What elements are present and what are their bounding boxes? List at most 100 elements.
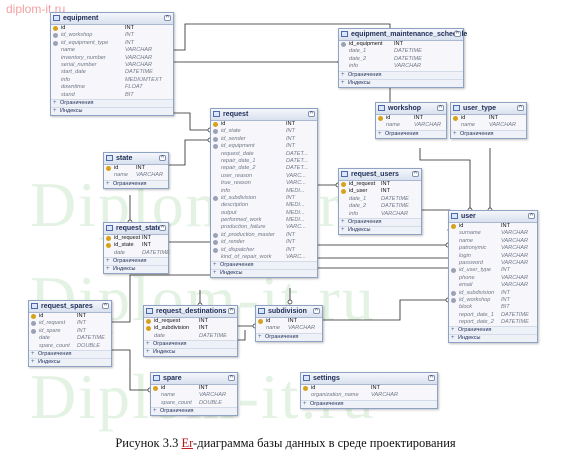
- collapse-icon[interactable]: ^: [528, 213, 535, 219]
- section-constraints[interactable]: Ограничения: [256, 332, 322, 341]
- table-header[interactable]: subdivision^: [256, 306, 322, 318]
- section-indexes[interactable]: Индексы: [339, 78, 463, 87]
- collapse-icon[interactable]: ^: [412, 171, 419, 177]
- section-constraints[interactable]: Ограничения: [449, 326, 537, 335]
- section-indexes[interactable]: Индексы: [144, 348, 237, 357]
- table-header[interactable]: request^: [211, 109, 317, 121]
- collapse-icon[interactable]: ^: [164, 15, 171, 21]
- section-constraints[interactable]: Ограничения: [144, 340, 237, 349]
- table-header[interactable]: user^: [449, 211, 537, 223]
- collapse-icon[interactable]: ^: [102, 303, 109, 309]
- section-indexes[interactable]: Индексы: [339, 225, 421, 234]
- table-header[interactable]: request_states^: [104, 223, 168, 235]
- collapse-icon[interactable]: ^: [437, 105, 444, 111]
- collapse-icon[interactable]: ^: [308, 111, 315, 117]
- table-equipment-maintenance-schedule[interactable]: equipment_maintenance_schedule^ id_equip…: [338, 28, 467, 88]
- collapse-icon[interactable]: ^: [428, 375, 435, 381]
- section-constraints[interactable]: Ограничения: [104, 179, 168, 188]
- collapse-icon[interactable]: ^: [228, 308, 235, 314]
- section-constraints[interactable]: Ограничения: [451, 129, 526, 138]
- section-constraints[interactable]: Ограничения: [376, 129, 446, 138]
- table-header[interactable]: equipment^: [51, 13, 173, 25]
- collapse-icon[interactable]: ^: [313, 308, 320, 314]
- collapse-icon[interactable]: ^: [228, 375, 235, 381]
- table-header[interactable]: request_destinations^: [144, 306, 237, 318]
- table-header[interactable]: state^: [104, 153, 168, 165]
- section-indexes[interactable]: Индексы: [29, 357, 111, 366]
- section-indexes[interactable]: Индексы: [449, 334, 537, 343]
- section-constraints[interactable]: Ограничения: [29, 349, 111, 358]
- table-header[interactable]: request_spares^: [29, 301, 111, 313]
- section-indexes[interactable]: Индексы: [104, 265, 168, 274]
- table-header[interactable]: spare^: [151, 373, 237, 385]
- section-constraints[interactable]: Ограничения: [211, 261, 317, 270]
